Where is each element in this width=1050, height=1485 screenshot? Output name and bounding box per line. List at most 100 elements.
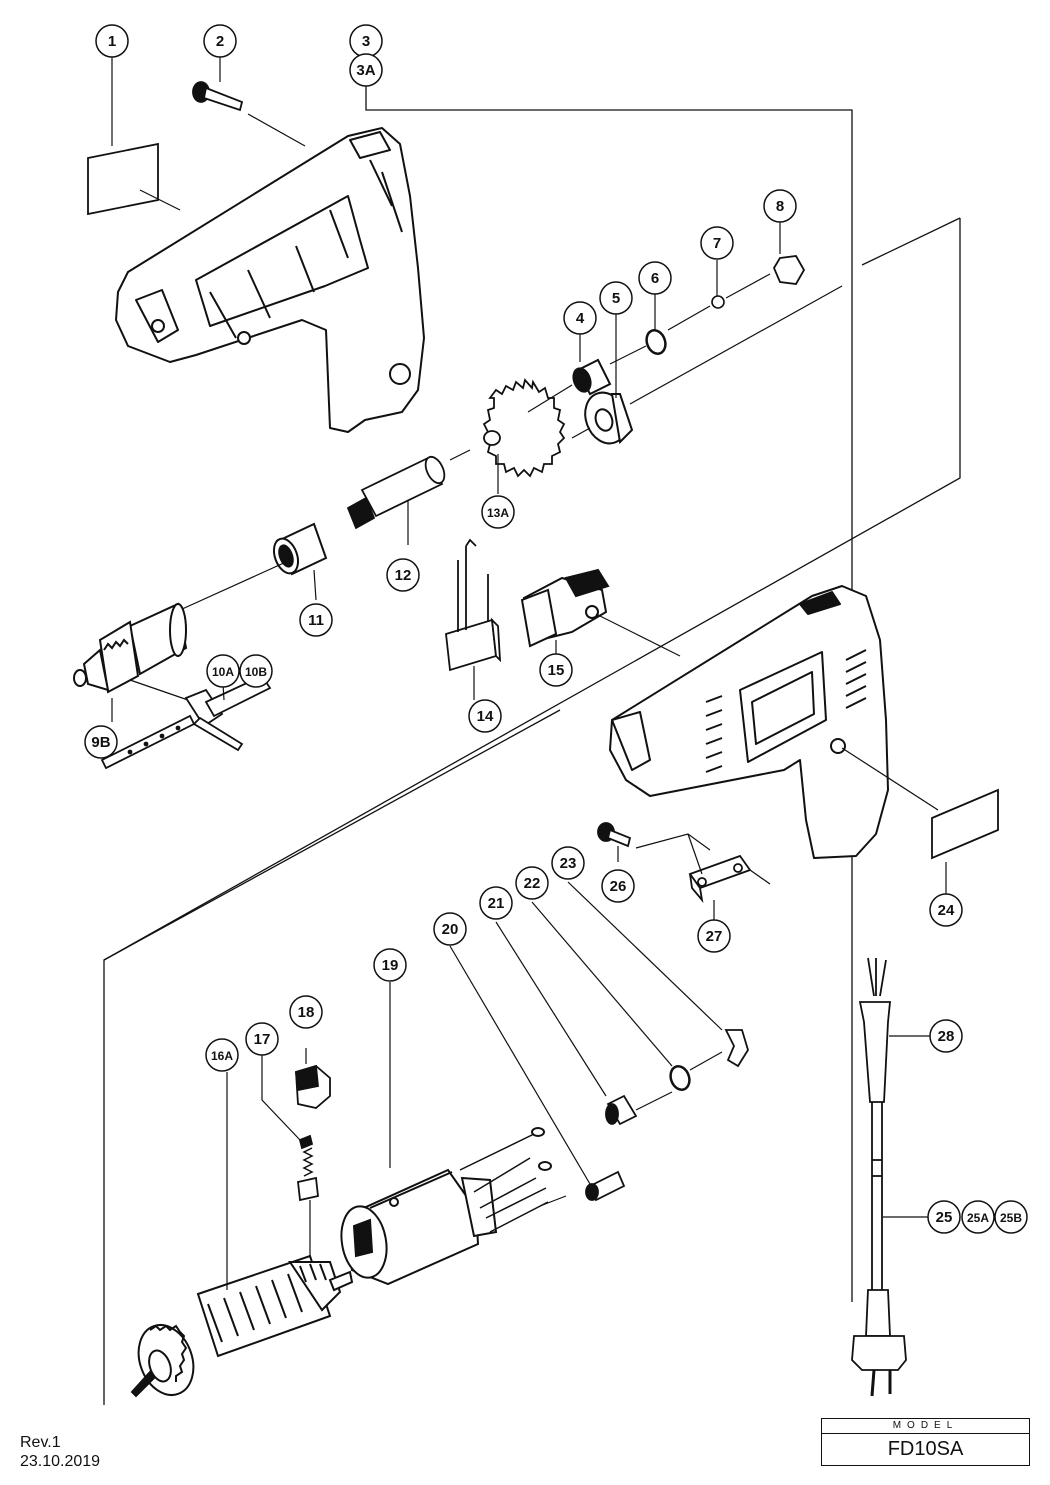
callout-p1: 1 [95, 24, 129, 58]
callout-p10a: 10A [206, 654, 240, 688]
callout-circle [349, 53, 383, 87]
callout-circle [95, 24, 129, 58]
callout-circle [563, 301, 597, 335]
callout-circle [929, 893, 963, 927]
housing-left-half [115, 127, 425, 433]
spindle-12 [346, 455, 446, 545]
ring-6 [645, 329, 667, 355]
part-number-label: 9B [91, 734, 110, 751]
callout-p3: 3 [349, 24, 383, 58]
callout-circle [206, 654, 240, 688]
callout-p3a: 3A [349, 53, 383, 87]
callout-circle [539, 653, 573, 687]
callout-p26: 26 [601, 869, 635, 903]
part-number-label: 26 [610, 878, 627, 895]
chuck-key-10 [100, 674, 272, 770]
bearing-axis-lines [571, 273, 843, 439]
callout-p8: 8 [763, 189, 797, 223]
callout-circle [386, 558, 420, 592]
callout-p10b: 10B [239, 654, 273, 688]
brush-cap-18 [295, 1048, 331, 1109]
washer-22 [669, 1065, 691, 1091]
callout-circle [239, 654, 273, 688]
part-number-label: 8 [776, 198, 784, 215]
callout-p25b: 25B [994, 1200, 1028, 1234]
callout-circle [433, 912, 467, 946]
callout-circle [84, 725, 118, 759]
part-number-label: 7 [713, 235, 721, 252]
callout-p12: 12 [386, 558, 420, 592]
part-number-label: 25B [1000, 1211, 1022, 1225]
screw-20 [585, 1170, 626, 1202]
gear-13a [482, 378, 566, 478]
part-number-label: 6 [651, 270, 659, 287]
part-number-label: 27 [706, 928, 723, 945]
callout-p22: 22 [515, 866, 549, 900]
noise-suppressor-14 [445, 538, 502, 700]
part-number-label: 3A [356, 62, 375, 79]
bearing-4 [572, 358, 612, 396]
part-number-label: 3 [362, 33, 370, 50]
stator-19 [340, 1127, 552, 1286]
armature-16a [130, 1254, 354, 1398]
callout-p5: 5 [599, 281, 633, 315]
callout-p28: 28 [929, 1019, 963, 1053]
callout-p24: 24 [929, 893, 963, 927]
callout-circle [961, 1200, 995, 1234]
callout-circle [373, 948, 407, 982]
part-number-label: 11 [308, 612, 324, 629]
part-number-label: 10A [212, 665, 234, 679]
lower-bearing-lines [449, 881, 723, 1207]
part-number-label: 14 [477, 708, 494, 725]
part-number-label: 10B [245, 665, 267, 679]
leader-lines [111, 56, 781, 494]
callout-circle [203, 24, 237, 58]
part-number-label: 1 [108, 33, 116, 50]
bearing-11 [179, 522, 328, 611]
bush-21 [605, 1094, 638, 1126]
callout-circle [468, 699, 502, 733]
callout-p17: 17 [245, 1022, 279, 1056]
callout-p27: 27 [697, 919, 731, 953]
part-number-label: 17 [254, 1031, 271, 1048]
revision-number: Rev.1 [20, 1434, 61, 1451]
screw-2 [192, 81, 306, 147]
callout-p15: 15 [539, 653, 573, 687]
power-cord-25 [851, 957, 907, 1397]
key-8 [772, 255, 806, 285]
callout-circle [700, 226, 734, 260]
callout-circle [763, 189, 797, 223]
part-number-label: 15 [548, 662, 565, 679]
callout-circle [599, 281, 633, 315]
model-label: MODEL [822, 1419, 1029, 1434]
callout-circle [245, 1022, 279, 1056]
part-number-label: 19 [382, 957, 399, 974]
callout-circle [638, 261, 672, 295]
name-plate-24 [931, 788, 999, 894]
part-number-label: 20 [442, 921, 459, 938]
part-number-label: 24 [938, 902, 955, 919]
callout-p6: 6 [638, 261, 672, 295]
callout-p2: 2 [203, 24, 237, 58]
callout-circle [551, 846, 585, 880]
part-number-label: 12 [395, 567, 412, 584]
callout-p25a: 25A [961, 1200, 995, 1234]
callout-circle [601, 869, 635, 903]
callout-p7: 7 [700, 226, 734, 260]
part-number-label: 5 [612, 290, 620, 307]
switch-15 [520, 568, 681, 660]
housing-right-half [609, 585, 889, 859]
callout-p9b: 9B [84, 725, 118, 759]
callout-circle [929, 1019, 963, 1053]
part-number-label: 23 [560, 855, 577, 872]
callout-p21: 21 [479, 886, 513, 920]
callout-p14: 14 [468, 699, 502, 733]
callout-circle [481, 495, 515, 529]
callout-p18: 18 [289, 995, 323, 1029]
callout-circle [289, 995, 323, 1029]
callout-circle [994, 1200, 1028, 1234]
model-number: FD10SA [887, 1438, 964, 1460]
model-box: MODEL FD10SA [821, 1418, 1030, 1466]
callout-p16a: 16A [205, 1038, 239, 1072]
